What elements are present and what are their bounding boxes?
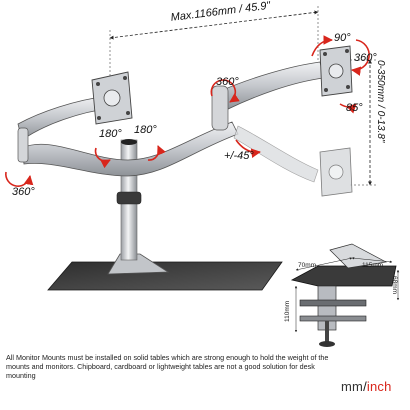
reach-dimension-line	[109, 6, 319, 92]
right-vesa-plate-upper	[319, 45, 353, 97]
units-mm: mm	[341, 379, 364, 394]
swing-arrow	[235, 139, 261, 158]
clamp-depth-115: 115mm	[362, 262, 384, 269]
rotate-left-angle: 360°	[12, 186, 35, 198]
rotate-right-arrow	[351, 39, 370, 76]
swivel-right-angle: 180°	[134, 124, 157, 136]
installation-note: All Monitor Mounts must be installed on …	[6, 353, 329, 380]
units-separator: /	[363, 379, 367, 394]
units-inch: inch	[366, 379, 392, 394]
rotate-left-arrow	[5, 171, 34, 187]
right-vesa-plate-lowered	[319, 147, 353, 197]
rotate-right-angle: 360°	[354, 52, 377, 64]
tilt-up-arrow	[311, 35, 333, 57]
clamp-width-70: 70mm	[298, 262, 317, 269]
units-legend: mm/inch	[341, 379, 392, 394]
swivel-left-arrow	[94, 147, 111, 169]
rotate-center-angle: 360°	[216, 76, 239, 88]
left-vesa-plate	[91, 71, 133, 125]
swivel-left-angle: 180°	[99, 128, 122, 140]
height-range-label: 0-350mm / 0-13.8"	[375, 60, 386, 143]
pole-collar	[116, 191, 142, 205]
height-dimension-line	[350, 59, 378, 186]
tilt-up-angle: 90°	[334, 32, 351, 44]
tilt-down-arrow	[339, 103, 357, 114]
clamp-height-68: 68mm	[391, 276, 398, 295]
rotate-center-arrow	[210, 79, 240, 103]
clamp-height-110: 110mm	[284, 300, 291, 322]
swivel-right-arrow	[147, 145, 166, 161]
tilt-down-angle: 85°	[346, 102, 363, 114]
swing-angle: +/-45°	[224, 150, 254, 162]
clamp-detail	[290, 243, 400, 347]
desk-base-plate	[47, 261, 283, 291]
